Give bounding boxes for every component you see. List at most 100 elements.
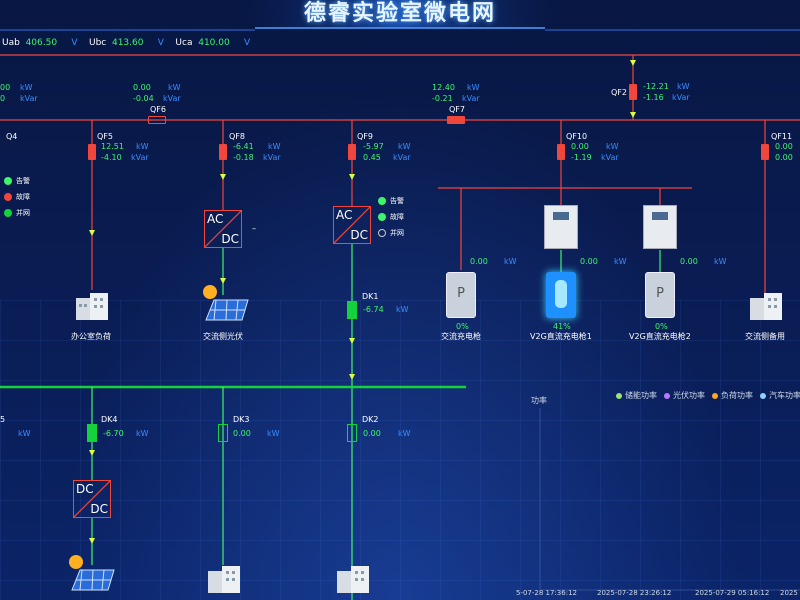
qf8-p-unit: kW — [268, 142, 281, 151]
chart-legend: 储能功率 光伏功率 负荷功率汽车功率 — [616, 390, 800, 402]
dk3-p-unit: kW — [267, 429, 280, 438]
chart-ylabel: 功率 — [531, 396, 547, 405]
qf6-q-unit: kVar — [163, 94, 181, 103]
qf6-p-value: 0.00 — [133, 83, 151, 92]
ac-charger-label: 交流充电枪 — [441, 332, 481, 341]
status-fault-right: 故障 — [378, 212, 404, 222]
converter-top-label: AC — [336, 208, 353, 222]
converter-diagonal — [204, 210, 242, 248]
legend-label: 光伏功率 — [673, 391, 705, 400]
left-p-unit: kW — [20, 83, 33, 92]
office-building-icon — [76, 293, 108, 320]
header-banner — [0, 0, 800, 31]
ac-dc-converter-pv[interactable]: AC DC — [204, 210, 242, 248]
pv-panel-icon — [203, 285, 249, 321]
flow-arrow — [630, 60, 636, 66]
qf5-breaker[interactable] — [88, 144, 96, 160]
ac-charger-pct: 0% — [456, 322, 469, 331]
dc-pv-panel-icon — [69, 555, 115, 591]
qf6-breaker[interactable] — [148, 116, 166, 124]
legend-dot-icon — [760, 392, 766, 399]
ubc-value: 413.60 — [111, 38, 144, 48]
qf8-p-value: -6.41 — [233, 142, 254, 151]
qf7-breaker[interactable] — [447, 116, 465, 124]
v2g2-p-value: 0.00 — [680, 257, 698, 266]
dk1-switch[interactable] — [347, 301, 357, 319]
qf8-breaker[interactable] — [219, 144, 227, 160]
dk3-p-value: 0.00 — [233, 429, 251, 438]
grid-floor — [0, 300, 800, 600]
qf2-label: QF2 — [611, 88, 627, 97]
flow-arrow — [349, 174, 355, 180]
qf10-breaker[interactable] — [557, 144, 565, 160]
qf11-breaker[interactable] — [761, 144, 769, 160]
dc-spare-building-icon — [337, 566, 369, 593]
qf7-label: QF7 — [449, 105, 465, 114]
uca-value: 410.00 — [198, 38, 230, 48]
qf5-q-unit: kVar — [131, 153, 149, 162]
ac-pv-label: 交流侧光伏 — [203, 332, 243, 341]
flow-arrow — [89, 230, 95, 236]
qf6-label: QF6 — [150, 105, 166, 114]
ac-dc-converter-main[interactable]: AC DC — [333, 206, 371, 244]
qf2-breaker[interactable] — [629, 84, 637, 100]
qf7-q-unit: kVar — [462, 94, 480, 103]
dc-dc-converter[interactable]: DC DC — [73, 480, 111, 518]
legend-item[interactable]: 汽车功率 — [760, 391, 800, 400]
grid-indicator — [378, 229, 386, 237]
ac-charger-p-value: 0.00 — [470, 257, 488, 266]
qf9-p-value: -5.97 — [363, 142, 384, 151]
alarm-indicator — [4, 177, 12, 185]
qf11-label: QF11 — [771, 132, 793, 141]
flow-arrow — [349, 338, 355, 344]
qf2-p-value: -12.21 — [643, 82, 669, 91]
legend-item[interactable]: 光伏功率 — [664, 391, 705, 400]
dk4-p-unit: kW — [136, 429, 149, 438]
legend-item[interactable]: 储能功率 — [616, 391, 657, 400]
qf8-q-value: -0.18 — [233, 153, 254, 162]
fault-indicator — [378, 213, 386, 221]
q4-label: Q4 — [6, 132, 18, 141]
qf8-label: QF8 — [229, 132, 245, 141]
dk4-switch[interactable] — [87, 424, 97, 442]
x-tick-label: 5-07-28 17:36:12 — [516, 589, 577, 597]
dk2-switch[interactable] — [347, 424, 357, 442]
qf10-q-value: -1.19 — [571, 153, 592, 162]
qf2-p-unit: kW — [677, 82, 690, 91]
qf9-breaker[interactable] — [348, 144, 356, 160]
qf10-label: QF10 — [566, 132, 588, 141]
uca-unit: V — [244, 38, 251, 48]
v2g1-p-value: 0.00 — [580, 257, 598, 266]
v2g1-pct: 41% — [553, 322, 571, 331]
qf2-q-unit: kVar — [672, 93, 690, 102]
legend-dot-icon — [712, 392, 718, 399]
voltage-readout: Uab 406.50 V Ubc 413.60 V Uca 410.00 V — [2, 38, 250, 48]
qf8-q-unit: kVar — [263, 153, 281, 162]
v2g2-inverter-icon — [643, 205, 677, 249]
left-q-unit: kVar — [20, 94, 38, 103]
status-alarm-left: 告警 — [4, 176, 30, 186]
legend-label: 负荷功率 — [721, 391, 753, 400]
uca-label: Uca — [175, 38, 193, 48]
converter-top-label: AC — [207, 212, 224, 226]
legend-item[interactable]: 负荷功率 — [712, 391, 753, 400]
qf5-p-value: 12.51 — [101, 142, 124, 151]
converter-bottom-label: DC — [221, 232, 239, 246]
v2g2-parking-icon[interactable]: P — [645, 272, 675, 318]
x-tick-label: 2025-07-28 23:26:12 — [597, 589, 672, 597]
x-tick-label: 2025 — [780, 589, 798, 597]
flow-arrow — [349, 374, 355, 380]
qf11-q-value: 0.00 — [775, 153, 793, 162]
qf7-q-value: -0.21 — [432, 94, 453, 103]
qf6-q-value: -0.04 — [133, 94, 154, 103]
grid-indicator — [4, 209, 12, 217]
qf9-q-unit: kVar — [393, 153, 411, 162]
dk3-switch[interactable] — [218, 424, 228, 442]
left-q-value: 0 — [0, 94, 6, 103]
v2g1-ev-charging-icon[interactable] — [546, 272, 576, 318]
status-alarm-right: 告警 — [378, 196, 404, 206]
ac-charger-parking-icon[interactable]: P — [446, 272, 476, 318]
v2g2-label: V2G直流充电枪2 — [629, 332, 691, 341]
dk3-label: DK3 — [233, 415, 250, 424]
qf10-q-unit: kVar — [601, 153, 619, 162]
